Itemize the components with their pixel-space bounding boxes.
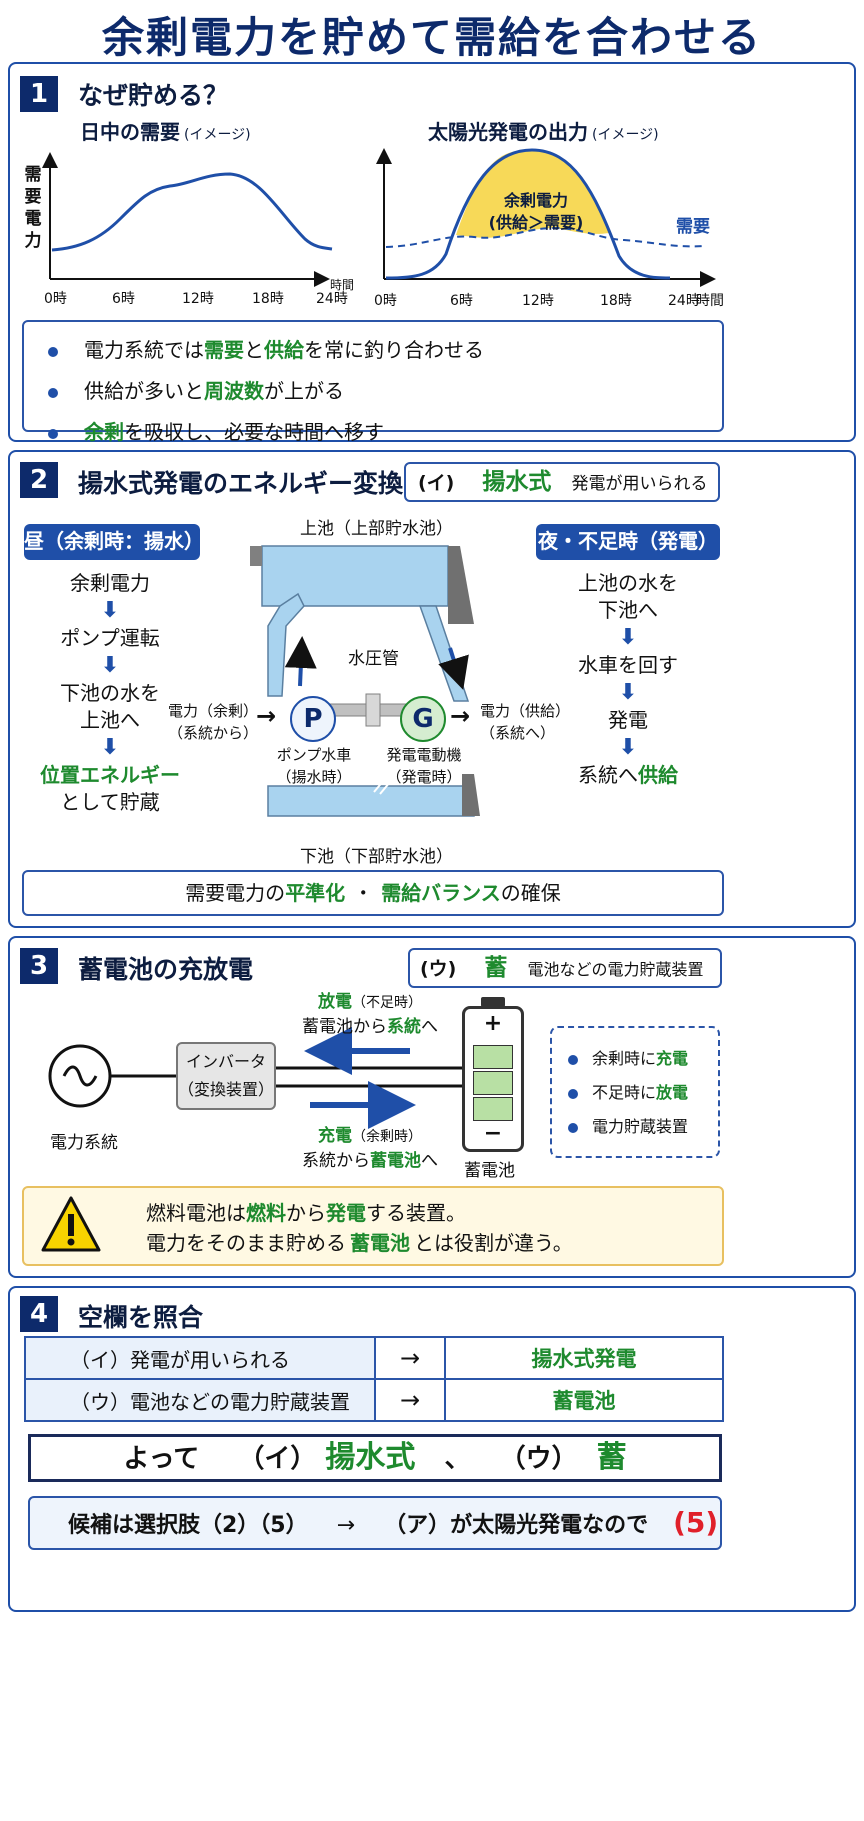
upper-pond-label: 上池（上部貯水池） [300, 519, 453, 539]
solar-curve [385, 148, 671, 280]
summary-box: 電力系統では需要と供給を常に釣り合わせる 供給が多いと周波数が上がる 余剰を吸収… [22, 320, 724, 444]
warning-icon [41, 1196, 101, 1252]
penstock-left [267, 592, 305, 697]
upper-dam-left [250, 546, 262, 566]
demand-curve [51, 172, 333, 252]
page-title: 余剰電力を貯めて需給を合わせる [101, 13, 762, 62]
generator-icon: G [400, 696, 446, 742]
day-tag: 昼（余剰時：揚水） [24, 524, 204, 560]
demand-chart [42, 152, 333, 287]
result-box: よって （イ） 揚水式 、 （ウ） 蓄 [28, 1434, 722, 1482]
power-out-label: 電力（供給）（系統へ） [480, 702, 571, 742]
charge-label: 充電（余剰時） 系統から蓄電池へ [302, 1126, 438, 1171]
warning-line: 燃料電池は燃料から発電する装置。 [146, 1201, 466, 1225]
night-flow: 上池の水を 下池へ ⬇ 水車を回す ⬇ 発電 ⬇ 系統へ供給 [578, 571, 678, 787]
role-item: 余剰時に充電 [568, 1042, 718, 1076]
section-title: 揚水式発電のエネルギー変換 [78, 469, 404, 498]
demand-label: 需要 [676, 217, 710, 237]
section-why-store: 1 なぜ貯める？ 日中の需要(イメージ) 太陽光発電の出力(イメージ) 需要電力… [8, 62, 856, 444]
y-axis-label: 需要電力 [24, 165, 42, 251]
coupling [365, 693, 381, 727]
section-battery: 3 蓄電池の充放電 (ウ) 蓄 電池などの電力貯蔵装置 インバータ（変換装置） … [8, 936, 856, 1278]
surplus-label: 余剰電力(供給＞需要) [488, 191, 584, 232]
upper-dam-right [448, 546, 474, 624]
solar-chart [376, 148, 716, 287]
pump-label: ポンプ水車（揚水時） [276, 746, 352, 786]
lower-dam [462, 774, 480, 816]
battery-icon: + − [462, 997, 524, 1152]
leveling-box: 需要電力の平準化・需給バランスの確保 [22, 870, 724, 916]
x-axis-label: 時間 [330, 278, 355, 292]
power-in-label: 電力（余剰）（系統から） [168, 702, 259, 742]
role-item: 不足時に放電 [568, 1076, 718, 1110]
role-item: 電力貯蔵装置 [568, 1110, 718, 1144]
warning-line: 電力をそのまま貯める蓄電池とは役割が違う。 [146, 1231, 573, 1255]
section-number: 2 [20, 462, 58, 498]
section-number: 3 [20, 948, 58, 984]
left-chart-title: 日中の需要(イメージ) [80, 120, 251, 144]
pumped-storage-diagram [250, 545, 480, 817]
night-tag: 夜・不足時（発電） [536, 524, 720, 560]
generator-label: 発電電動機（発電時） [386, 746, 462, 786]
section-title: なぜ貯める？ [78, 81, 229, 110]
blank-i-box: (イ) 揚水式 発電が用いられる [404, 462, 720, 502]
section-number: 1 [20, 76, 58, 112]
battery-circuit [48, 1027, 465, 1129]
right-chart-title: 太陽光発電の出力(イメージ) [428, 120, 659, 144]
discharge-label: 放電（不足時） 蓄電池から系統へ [302, 992, 438, 1037]
section-title: 蓄電池の充放電 [78, 955, 254, 984]
match-table: （イ）発電が用いられる → 揚水式発電 （ウ）電池などの電力貯蔵装置 → 蓄電池 [24, 1336, 724, 1422]
bullet-item: 電力系統では需要と供給を常に釣り合わせる [48, 334, 722, 363]
blank-u-box: (ウ) 蓄 電池などの電力貯蔵装置 [408, 948, 722, 988]
bullet-item: 余剰を吸収し、必要な時間へ移す [48, 416, 722, 445]
x-axis-label-right: 時間 [696, 293, 724, 309]
section-title: 空欄を照合 [78, 1303, 204, 1332]
lower-pond [267, 785, 475, 817]
battery-label: 蓄電池 [464, 1161, 515, 1181]
penstock-label: 水圧管 [348, 649, 399, 669]
warning-box: 燃料電池は燃料から発電する装置。 電力をそのまま貯める蓄電池とは役割が違う。 [22, 1186, 724, 1266]
final-answer-box: 候補は選択肢（2）（5） → （ア）が太陽光発電なので (5) [28, 1496, 722, 1550]
surplus-area [456, 150, 609, 238]
pump-icon: P [290, 696, 336, 742]
day-flow: 余剰電力 ⬇ ポンプ運転 ⬇ 下池の水を 上池へ ⬇ 位置エネルギー として貯蔵 [40, 571, 180, 814]
upper-pond [261, 545, 449, 607]
section-number: 4 [20, 1296, 58, 1332]
demand-dashed [385, 226, 705, 248]
lower-pond-label: 下池（下部貯水池） [300, 847, 453, 867]
battery-roles-box: 余剰時に充電 不足時に放電 電力貯蔵装置 [550, 1026, 720, 1158]
section-pumped-storage: 2 揚水式発電のエネルギー変換 (イ) 揚水式 発電が用いられる 昼（余剰時：揚… [8, 450, 856, 928]
section-match-blanks: 4 空欄を照合 （イ）発電が用いられる → 揚水式発電 （ウ）電池などの電力貯蔵… [8, 1286, 856, 1612]
power-in-arrow-icon: → [256, 702, 277, 730]
inverter-box: インバータ（変換装置） [176, 1042, 276, 1110]
table-row: （ウ）電池などの電力貯蔵装置 → 蓄電池 [24, 1378, 724, 1422]
bullet-item: 供給が多いと周波数が上がる [48, 375, 722, 404]
power-out-arrow-icon: → [450, 702, 471, 730]
table-row: （イ）発電が用いられる → 揚水式発電 [24, 1336, 724, 1380]
grid-label: 電力系統 [50, 1133, 118, 1153]
